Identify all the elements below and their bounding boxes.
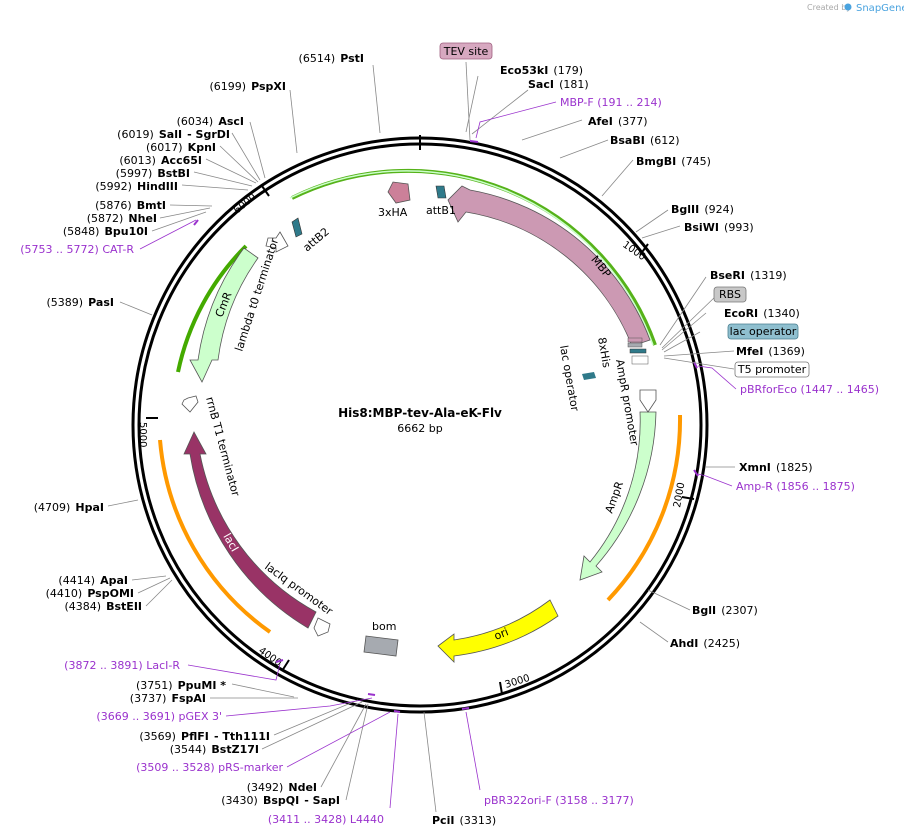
lac-operator-box[interactable]: lac operator — [727, 323, 799, 340]
primer-cat-r: (5753 .. 5772) CAT-R — [20, 243, 134, 256]
bom-feature[interactable] — [363, 635, 399, 657]
site-bsiwI: BsiWI (993) — [684, 216, 754, 235]
site-ahdI: AhdI (2425) — [670, 632, 740, 651]
svg-text:TEV site: TEV site — [443, 45, 489, 58]
site-hindIII: (5992) HindIII — [95, 175, 178, 194]
tick-2000: 2000 — [672, 482, 687, 509]
site-acc65I: (6013) Acc65I — [119, 149, 202, 168]
plasmid-length: 6662 bp — [397, 422, 442, 435]
primer-pgex3: (3669 .. 3691) pGEX 3' — [96, 710, 222, 723]
rrnb-terminator-feature[interactable] — [181, 395, 199, 413]
plasmid-name: His8:MBP-tev-Ala-eK-Flv — [338, 406, 502, 420]
snapgene-credit: Created by SnapGene — [807, 3, 904, 14]
site-pspomI: (4410) PspOMI — [46, 582, 134, 601]
site-bmtI: (5876) BmtI — [95, 194, 166, 213]
cds-outline-orange-right — [606, 414, 683, 602]
attb1-feature[interactable] — [435, 185, 447, 199]
terminator-arrow-small[interactable] — [265, 231, 289, 253]
primer-mbp-f: MBP-F (191 .. 214) — [560, 96, 662, 109]
site-bglI: BglI (2307) — [692, 599, 758, 618]
tev-site-box[interactable]: TEV site — [439, 42, 493, 60]
ha-label: 3xHA — [378, 206, 408, 219]
site-labels-left: (6514) PstI (6199) PspXI (6034) AscI (60… — [34, 47, 364, 808]
site-apaI: (4414) ApaI — [58, 569, 128, 588]
site-mfeI: MfeI (1369) — [736, 340, 805, 359]
site-sacI: SacI (181) — [528, 73, 589, 92]
site-hpaI: (4709) HpaI — [34, 496, 104, 515]
site-bsteII: (4384) BstEII — [64, 595, 142, 614]
primer-marks — [193, 140, 699, 713]
ori-label: ori — [492, 625, 510, 642]
site-ndeI: (3492) NdeI — [247, 776, 317, 795]
laciq-promoter-feature[interactable] — [313, 617, 331, 637]
svg-text:lac operator: lac operator — [730, 325, 797, 338]
lac-operator-inner-label: lac operator — [557, 344, 581, 412]
ori-feature[interactable] — [437, 599, 559, 663]
leader-lines — [107, 61, 735, 813]
primer-pbr322ori-f: pBR322ori-F (3158 .. 3177) — [484, 794, 634, 807]
site-pasI: (5389) PasI — [46, 291, 114, 310]
brand-text: SnapGene — [856, 3, 904, 14]
site-pstI: (6514) PstI — [299, 47, 364, 66]
cds-outline-orange-left — [158, 439, 272, 634]
primer-prs-marker: (3509 .. 3528) pRS-marker — [136, 761, 283, 774]
primer-l4440: (3411 .. 3428) L4440 — [268, 813, 384, 826]
site-salI: (6019) SalI - SgrDI — [117, 123, 230, 142]
site-bspqI: (3430) BspQI - SapI — [221, 789, 340, 808]
site-pciI: PciI (3313) — [432, 809, 496, 828]
svg-text:T5 promoter: T5 promoter — [737, 363, 807, 376]
ha-tag-feature[interactable] — [387, 181, 411, 204]
credit-text: Created by — [807, 3, 851, 12]
site-bstz17I: (3544) BstZ17I — [170, 738, 259, 757]
rrnb-label: rrnB T1 terminator — [203, 395, 242, 498]
site-bserI: BseRI (1319) — [710, 264, 787, 283]
site-ecorI: EcoRI (1340) — [724, 302, 800, 321]
site-nheI: (5872) NheI — [87, 207, 157, 226]
site-afeI: AfeI (377) — [588, 110, 648, 129]
site-pflfI: (3569) PflFI - Tth111I — [139, 725, 270, 744]
t5-promoter-box[interactable]: T5 promoter — [734, 361, 810, 378]
lac-operator-inner-feature[interactable] — [582, 372, 596, 380]
tick-5000: 5000 — [137, 422, 148, 447]
attb1-label: attB1 — [426, 204, 456, 217]
site-xmnI: XmnI (1825) — [739, 456, 813, 475]
his-label: 8xHis — [595, 336, 613, 369]
attb2-feature[interactable] — [291, 217, 303, 238]
primer-labels: MBP-F (191 .. 214) (5753 .. 5772) CAT-R … — [20, 96, 879, 826]
site-labels-right: PciI (3313) Eco53kI (179) SacI (181) Afe… — [432, 59, 813, 828]
site-bstbI: (5997) BstBI — [116, 162, 190, 181]
tick-6000: 6000 — [232, 192, 259, 217]
ampr-promoter-label: AmpR promoter — [613, 358, 641, 447]
site-ascI: (6034) AscI — [177, 110, 244, 129]
bom-label: bom — [372, 620, 396, 633]
site-fspaI: (3737) FspAI — [130, 687, 206, 706]
site-bsabI: BsaBI (612) — [610, 129, 680, 148]
his-tag-cluster[interactable] — [627, 337, 649, 365]
primer-pbrforeco: pBRforEco (1447 .. 1465) — [740, 383, 879, 396]
site-bpu10I: (5848) Bpu10I — [63, 220, 148, 239]
primer-leader-lines — [139, 101, 737, 809]
cmr-feature[interactable] — [189, 247, 259, 383]
site-eco53kI: Eco53kI (179) — [500, 59, 583, 78]
rbs-box[interactable]: RBS — [713, 286, 747, 303]
site-pspxI: (6199) PspXI — [209, 75, 286, 94]
primer-laci-r: (3872 .. 3891) LacI-R — [64, 659, 180, 672]
attb2-label: attB2 — [301, 225, 332, 254]
site-ppumI: (3751) PpuMI * — [136, 674, 226, 693]
site-kpnI: (6017) KpnI — [146, 136, 216, 155]
cds-outline-green-left — [176, 244, 248, 373]
laci-feature[interactable] — [183, 431, 317, 629]
ampr-promoter-feature[interactable] — [639, 389, 657, 413]
site-bmgbI: BmgBI (745) — [636, 150, 711, 169]
snapgene-logo-icon — [844, 3, 852, 11]
site-bglII: BglII (924) — [671, 198, 734, 217]
ampr-feature[interactable] — [579, 411, 657, 581]
primer-amp-r: Amp-R (1856 .. 1875) — [736, 480, 855, 493]
svg-text:RBS: RBS — [719, 288, 741, 301]
